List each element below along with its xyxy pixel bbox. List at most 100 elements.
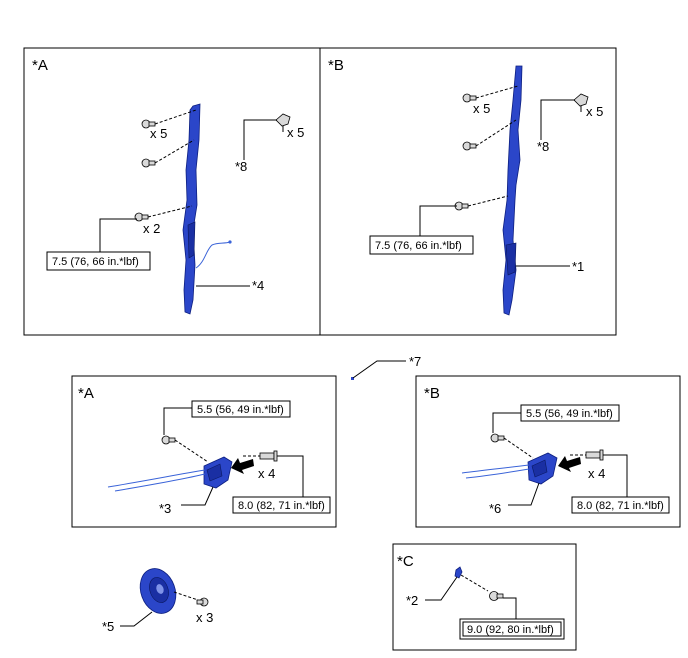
door-trim-strip-a xyxy=(182,103,201,315)
floating-part-7: *7 xyxy=(351,354,421,380)
speaker-group: x 3 *5 xyxy=(102,568,213,634)
bolt-lower-a xyxy=(134,212,149,222)
qty-bolt-upper-a: x 5 xyxy=(150,126,167,141)
part-leader-c xyxy=(425,576,458,601)
torque-box-b-mid-screw xyxy=(571,496,670,514)
panel-c-frame xyxy=(392,543,577,651)
wire-harness-b-mid xyxy=(461,464,530,479)
speaker-center xyxy=(156,584,164,594)
torque-b-top: 7.5 (76, 66 in.*lbf) xyxy=(375,240,462,252)
panel-b-top-tag: *B xyxy=(328,57,344,74)
qty-bolt-speaker: x 3 xyxy=(196,610,213,625)
torque-leader-b-mid-small xyxy=(492,412,521,433)
panel-b-mid-frame xyxy=(415,375,681,528)
bolt-line-a-3 xyxy=(147,205,193,218)
clip-leader-a xyxy=(243,119,277,160)
ref-part-a-top: *4 xyxy=(252,278,264,293)
panel-a-mid-tag: *A xyxy=(78,385,94,402)
qty-screw-b-mid: x 4 xyxy=(588,466,605,481)
panel-a-mid-frame xyxy=(71,375,337,528)
part-leader-7 xyxy=(352,360,406,379)
part-leader-a-mid xyxy=(181,486,214,506)
torque-box-a-mid-small xyxy=(191,400,291,418)
torque-leader-c xyxy=(503,597,517,619)
part-leader-b-mid xyxy=(508,482,540,506)
panel-a-top-tag: *A xyxy=(32,57,48,74)
ref-part-a-mid: *3 xyxy=(159,501,171,516)
panel-a-top: *A x 5 x 2 7.5 (76, 66 in.*lbf) xyxy=(23,47,321,336)
bolt-a-mid-small xyxy=(161,435,176,445)
bolt-speaker xyxy=(196,597,209,607)
torque-a-mid-screw: 8.0 (82, 71 in.*lbf) xyxy=(238,500,325,512)
panel-c-bottom: *C *2 9.0 (92, 80 in.*lbf) xyxy=(392,543,577,651)
door-trim-bracket-b xyxy=(505,242,517,276)
panel-c-tag: *C xyxy=(397,553,414,570)
panel-b-top-frame xyxy=(319,47,617,336)
part-leader-speaker xyxy=(120,611,153,627)
torque-a-mid-small: 5.5 (56, 49 in.*lbf) xyxy=(197,404,284,416)
qty-bolt-upper-b: x 5 xyxy=(473,101,490,116)
wire-harness-a-mid xyxy=(107,469,206,492)
bolt-upper-a-1 xyxy=(141,119,156,129)
torque-leader-b-top xyxy=(419,205,457,236)
ref-part-b-mid: *6 xyxy=(489,501,501,516)
torque-c: 9.0 (92, 80 in.*lbf) xyxy=(467,624,554,636)
torque-leader-a-top xyxy=(99,218,137,252)
torque-leader-b-mid-screw xyxy=(603,454,628,497)
bolt-c xyxy=(489,591,504,601)
small-bracket-c xyxy=(454,566,463,579)
panel-a-mid: *A 5.5 (56, 49 in.*lbf) x 4 8.0 (82, 71 … xyxy=(71,375,337,528)
torque-box-a-mid-screw xyxy=(232,496,331,514)
torque-b-mid-screw: 8.0 (82, 71 in.*lbf) xyxy=(577,500,664,512)
bolt-line-a-1 xyxy=(154,109,197,125)
module-b-face xyxy=(531,459,548,478)
bolt-line-a-2 xyxy=(154,139,195,164)
bolt-line-speaker xyxy=(173,591,199,601)
panel-a-top-frame xyxy=(23,47,321,336)
qty-clip-b: x 5 xyxy=(586,104,603,119)
bolt-line-b-3 xyxy=(467,195,509,207)
clip-b xyxy=(573,93,589,112)
torque-leader-a-mid-small xyxy=(163,407,192,435)
qty-bolt-lower-a: x 2 xyxy=(143,221,160,236)
small-clip-7 xyxy=(351,377,354,380)
torque-box-c-inner xyxy=(462,621,562,637)
direction-arrow-a xyxy=(231,458,254,474)
panel-b-mid-tag: *B xyxy=(424,385,440,402)
panel-b-mid: *B 5.5 (56, 49 in.*lbf) x 4 8.0 (82, 71 … xyxy=(415,375,681,528)
ref-part-speaker: *5 xyxy=(102,619,114,634)
door-trim-strip-b xyxy=(502,65,523,316)
bolt-line-a-mid xyxy=(174,439,209,463)
torque-leader-a-mid-screw xyxy=(277,455,304,497)
ref-floating-7: *7 xyxy=(409,354,421,369)
torque-box-a-top xyxy=(46,251,151,271)
qty-screw-a-mid: x 4 xyxy=(258,466,275,481)
bolt-line-b-1 xyxy=(475,85,519,99)
module-a-face xyxy=(206,463,223,482)
qty-clip-a: x 5 xyxy=(287,125,304,140)
direction-arrow-b xyxy=(558,456,581,472)
screw-a-mid xyxy=(259,450,278,462)
door-trim-bracket-a xyxy=(187,221,196,259)
wire-connector-a xyxy=(228,240,232,244)
torque-box-b-top xyxy=(369,235,474,255)
bolt-upper-b-2 xyxy=(462,141,477,151)
ref-clip-b: *8 xyxy=(537,139,549,154)
torque-a-top: 7.5 (76, 66 in.*lbf) xyxy=(52,256,139,268)
ref-part-c: *2 xyxy=(406,593,418,608)
bolt-upper-b-1 xyxy=(462,93,477,103)
bolt-line-c xyxy=(460,574,489,592)
screw-b-mid xyxy=(585,449,604,461)
ref-part-b-top: *1 xyxy=(572,259,584,274)
panel-b-top: *B x 5 7.5 (76, 66 in.*lbf) x 5 *8 xyxy=(319,47,617,336)
clip-a xyxy=(275,113,291,132)
bolt-b-mid-small xyxy=(490,433,505,443)
bolt-upper-a-2 xyxy=(141,158,156,168)
torque-b-mid-small: 5.5 (56, 49 in.*lbf) xyxy=(526,408,613,420)
wire-harness-a xyxy=(195,241,231,269)
bolt-line-b-mid xyxy=(503,437,534,459)
clip-leader-b xyxy=(540,99,575,140)
bolt-line-b-2 xyxy=(475,119,517,147)
ref-clip-a: *8 xyxy=(235,159,247,174)
